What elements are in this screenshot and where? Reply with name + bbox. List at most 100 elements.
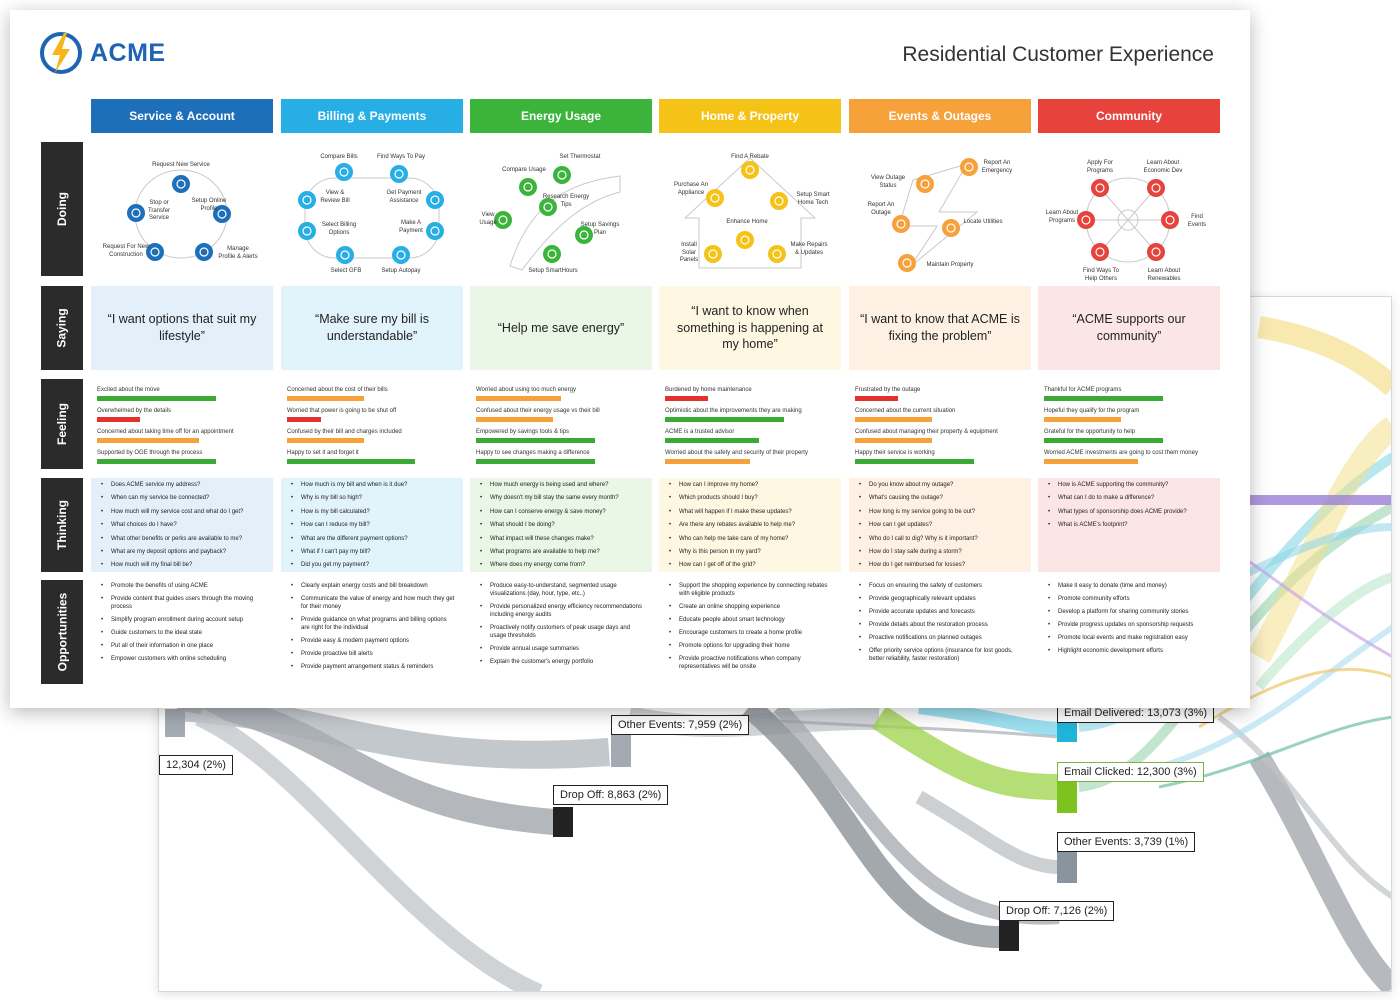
doing-action-label[interactable]: Locate Utilities xyxy=(963,219,1003,225)
doing-action-label[interactable]: View Outage Status xyxy=(870,175,906,189)
doing-diagram-lines xyxy=(298,163,444,264)
doing-action-label[interactable]: Install Solar Panels xyxy=(679,242,699,263)
doing-action-label[interactable]: Compare Usage xyxy=(502,167,546,173)
opportunity-item: Provide easy & modern payment options xyxy=(291,637,457,645)
doing-action-label[interactable]: Learn About Programs xyxy=(1045,210,1079,224)
doing-action-label[interactable]: Make Repairs & Updates xyxy=(790,242,828,256)
category-header[interactable]: Home & Property xyxy=(659,99,841,133)
thinking-list: Does ACME service my address?When can my… xyxy=(91,478,273,572)
doing-action-label[interactable]: Report An Outage xyxy=(867,202,895,216)
category-header[interactable]: Service & Account xyxy=(91,99,273,133)
action-node-icon xyxy=(298,191,316,209)
feeling-bar xyxy=(287,438,364,443)
doing-action-label[interactable]: Enhance Home xyxy=(726,219,768,225)
doing-action-label[interactable]: Setup SmartHours xyxy=(528,268,578,274)
feeling-label: Confused by their bill and charges inclu… xyxy=(287,429,402,435)
doing-action-label[interactable]: Report An Emergency xyxy=(981,160,1013,174)
doing-action-label[interactable]: Select GFB xyxy=(330,268,362,274)
sankey-label-email-delivered: Email Delivered: 13,073 (3%) xyxy=(1057,703,1215,723)
doing-action-label[interactable]: Research Energy Tips xyxy=(542,194,590,208)
feeling-label: Excited about the move xyxy=(97,387,160,393)
doing-action-label[interactable]: Maintain Property xyxy=(926,262,974,268)
doing-action-label[interactable]: Setup Autopay xyxy=(381,268,421,274)
thinking-question: What types of sponsorship does ACME prov… xyxy=(1048,509,1214,522)
feeling-label: Worried about the safety and security of… xyxy=(665,450,808,456)
action-node-icon xyxy=(1147,179,1165,197)
feeling-bar xyxy=(97,438,199,443)
doing-action-label[interactable]: Get Payment Assistance xyxy=(386,190,422,204)
thinking-question: How can I get updates? xyxy=(859,522,1025,535)
doing-action-label[interactable]: Request For New Construction xyxy=(102,244,150,258)
doing-action-label[interactable]: Set Thermostat xyxy=(559,154,601,160)
doing-action-label[interactable]: Select Billing Options xyxy=(321,222,357,236)
flow-blue-1 xyxy=(1158,624,1391,770)
doing-action-label[interactable]: Setup Online Profile xyxy=(191,198,227,212)
thinking-question: How much energy is being used and where? xyxy=(480,482,646,495)
doing-action-label[interactable]: Request New Service xyxy=(152,162,210,168)
flow-gray-2 xyxy=(176,684,556,835)
doing-action-label[interactable]: Learn About Renewables xyxy=(1147,268,1181,282)
thinking-question: What if I can't pay my bill? xyxy=(291,549,457,562)
opportunity-item: Provide content that guides users throug… xyxy=(101,595,267,611)
thinking-question: What choices do I have? xyxy=(101,522,267,535)
category-header[interactable]: Community xyxy=(1038,99,1220,133)
thinking-question: Do you know about my outage? xyxy=(859,482,1025,495)
thinking-question: How can I conserve energy & save money? xyxy=(480,509,646,522)
doing-action-label[interactable]: Apply For Programs xyxy=(1086,160,1113,174)
doing-action-label[interactable]: Compare Bills xyxy=(320,154,358,160)
doing-action-label[interactable]: Find Ways To Help Others xyxy=(1082,268,1119,282)
action-node-icon xyxy=(146,243,164,261)
doing-diagram-lines xyxy=(1077,177,1179,263)
thinking-question: Did you get my payment? xyxy=(291,562,457,575)
feeling-bar xyxy=(476,438,595,443)
doing-action-label[interactable]: Find Events xyxy=(1187,214,1207,228)
opportunity-item: Provide proactive notifications when com… xyxy=(669,655,835,671)
doing-action-label[interactable]: Purchase An Appliance xyxy=(673,182,709,196)
feeling-label: Worried that power is going to be shut o… xyxy=(287,408,397,414)
feeling-bar xyxy=(476,396,561,401)
flow-mint-1 xyxy=(1255,572,1391,691)
doing-action-label[interactable]: Make A Payment xyxy=(399,220,423,234)
doing-action-label[interactable]: View Usage xyxy=(479,212,497,226)
doing-action-label[interactable]: View & Review Bill xyxy=(320,190,350,204)
doing-action-label[interactable]: Setup Savings Plan xyxy=(580,222,620,236)
opportunity-item: Develop a platform for sharing community… xyxy=(1048,608,1214,616)
action-node-icon xyxy=(1161,211,1179,229)
action-node-icon xyxy=(213,205,231,223)
thinking-question: How is ACME supporting the community? xyxy=(1048,482,1214,495)
doing-action-label[interactable]: Learn About Economic Dev xyxy=(1143,160,1183,174)
sankey-label-other-events: Other Events: 3,739 (1%) xyxy=(1057,832,1196,852)
opportunity-item: Provide proactive bill alerts xyxy=(291,650,457,658)
doing-action-label[interactable]: Stop or Transfer Service xyxy=(147,200,171,221)
feeling-bar xyxy=(476,417,553,422)
action-node-icon xyxy=(1077,211,1095,229)
category-header[interactable]: Energy Usage xyxy=(470,99,652,133)
category-header[interactable]: Events & Outages xyxy=(849,99,1031,133)
action-node-icon xyxy=(195,243,213,261)
opportunity-item: Offer priority service options (insuranc… xyxy=(859,647,1025,663)
action-node-icon xyxy=(553,166,571,184)
row-label-doing: Doing xyxy=(41,142,83,276)
doing-action-label[interactable]: Find Ways To Pay xyxy=(376,154,426,160)
doing-action-label[interactable]: Manage Profile & Alerts xyxy=(218,246,258,260)
feeling-bar xyxy=(287,417,321,422)
feeling-label: Worried ACME investments are going to co… xyxy=(1044,450,1198,456)
feeling-label: Burdened by home maintenance xyxy=(665,387,752,393)
thinking-question: What will happen if I make these updates… xyxy=(669,509,835,522)
thinking-question: What is ACME's footprint? xyxy=(1048,522,1214,535)
opportunity-item: Clearly explain energy costs and bill br… xyxy=(291,582,457,590)
doing-action-label[interactable]: Setup Smart Home Tech xyxy=(796,192,830,206)
action-node-icon xyxy=(390,165,408,183)
feeling-label: Overwhelmed by the details xyxy=(97,408,172,414)
action-node-icon xyxy=(960,158,978,176)
doing-action-label[interactable]: Find A Rebate xyxy=(731,154,769,160)
feeling-bar xyxy=(287,396,364,401)
action-node-icon xyxy=(539,198,557,216)
saying-quote: “Help me save energy” xyxy=(470,286,652,370)
opportunity-item: Produce easy-to-understand, segmented us… xyxy=(480,582,646,598)
category-header[interactable]: Billing & Payments xyxy=(281,99,463,133)
doing-diagram-lines xyxy=(494,166,621,271)
